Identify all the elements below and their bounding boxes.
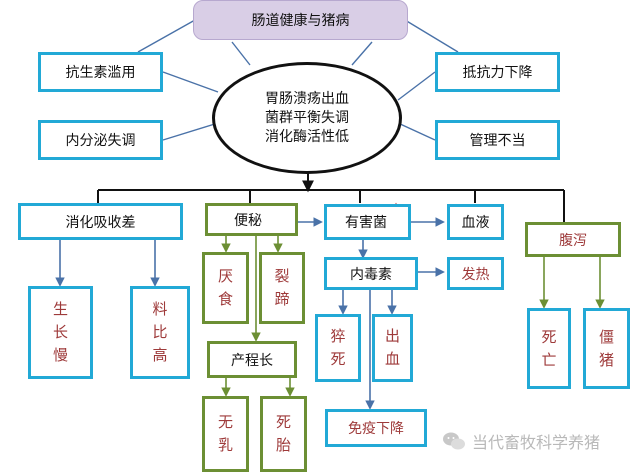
cause-endocrine-disorder: 内分泌失调 xyxy=(38,120,163,160)
outcome-bleeding-c1: 出 xyxy=(384,327,400,345)
outcome-bleeding: 出 血 xyxy=(372,314,413,382)
cause-antibiotic-abuse-label: 抗生素滥用 xyxy=(65,65,136,81)
effect-harmful-bacteria-label: 有害菌 xyxy=(345,215,387,231)
chat-bubbles-icon xyxy=(443,432,465,450)
outcome-immune-down: 免疫下降 xyxy=(325,409,427,447)
cause-antibiotic-abuse: 抗生素滥用 xyxy=(38,52,163,92)
outcome-high-fcr-c3: 高 xyxy=(152,346,168,364)
cause-endocrine-disorder-label: 内分泌失调 xyxy=(65,133,136,149)
effect-blood-label: 血液 xyxy=(461,215,490,231)
effect-fever: 发热 xyxy=(447,257,504,290)
effect-poor-digestion-label: 消化吸收差 xyxy=(65,214,136,231)
outcome-slow-growth-c1: 生 xyxy=(52,300,68,318)
outcome-slow-growth-c2: 长 xyxy=(52,323,68,341)
outcome-death-c2: 亡 xyxy=(541,350,557,369)
outcome-no-milk-c1: 无 xyxy=(217,413,233,431)
watermark: 当代畜牧科学养猪 xyxy=(442,429,600,453)
center-line-2: 菌群平衡失调 xyxy=(265,109,349,126)
effect-constipation: 便秘 xyxy=(205,203,298,236)
cause-links xyxy=(137,19,459,141)
effect-harmful-bacteria: 有害菌 xyxy=(324,204,411,240)
cause-poor-management: 管理不当 xyxy=(435,120,560,160)
center-ellipse: 胃肠溃疡出血 菌群平衡失调 消化酶活性低 xyxy=(212,62,402,174)
effect-fever-label: 发热 xyxy=(461,266,490,283)
outcome-stillbirth: 死 胎 xyxy=(260,396,307,472)
outcome-long-labor: 产程长 xyxy=(207,341,297,378)
effect-blood: 血液 xyxy=(447,204,504,240)
outcome-stunted-c1: 僵 xyxy=(598,327,614,346)
effect-diarrhea: 腹泻 xyxy=(525,222,621,257)
effect-poor-digestion: 消化吸收差 xyxy=(18,203,183,240)
outcome-anorexia: 厌 食 xyxy=(202,252,249,324)
outcome-slow-growth: 生 长 慢 xyxy=(28,286,93,379)
watermark-text: 当代畜牧科学养猪 xyxy=(472,433,601,452)
outcome-stunted: 僵 猪 xyxy=(583,308,630,389)
effect-constipation-label: 便秘 xyxy=(234,212,262,229)
cause-low-resistance-label: 抵抗力下降 xyxy=(462,65,533,81)
top-title-text: 肠道健康与猪病 xyxy=(251,13,350,29)
green-arrows xyxy=(221,236,605,397)
outcome-cracked-hoof-c2: 蹄 xyxy=(274,290,290,308)
outcome-no-milk: 无 乳 xyxy=(202,396,249,472)
outcome-cracked-hoof: 裂 蹄 xyxy=(259,252,305,324)
outcome-sudden-death-c1: 猝 xyxy=(330,327,346,345)
outcome-stunted-c2: 猪 xyxy=(598,350,614,369)
effect-diarrhea-label: 腹泻 xyxy=(559,232,587,249)
outcome-stillbirth-c2: 胎 xyxy=(275,436,291,454)
main-branch xyxy=(97,172,565,222)
outcome-slow-growth-c3: 慢 xyxy=(52,346,68,364)
outcome-anorexia-c1: 厌 xyxy=(217,267,233,285)
outcome-cracked-hoof-c1: 裂 xyxy=(274,267,290,285)
outcome-stillbirth-c1: 死 xyxy=(275,413,291,431)
cause-low-resistance: 抵抗力下降 xyxy=(435,52,560,92)
outcome-immune-down-label: 免疫下降 xyxy=(348,421,404,437)
outcome-no-milk-c2: 乳 xyxy=(217,436,233,454)
center-line-3: 消化酶活性低 xyxy=(265,128,349,145)
top-title-box: 肠道健康与猪病 xyxy=(193,0,408,40)
effect-endotoxin: 内毒素 xyxy=(324,257,418,290)
outcome-bleeding-c2: 血 xyxy=(384,350,400,368)
cause-poor-management-label: 管理不当 xyxy=(469,133,526,149)
outcome-high-fcr-c2: 比 xyxy=(152,323,168,341)
outcome-sudden-death-c2: 死 xyxy=(330,350,346,368)
outcome-high-fcr: 料 比 高 xyxy=(130,286,190,379)
outcome-death: 死 亡 xyxy=(527,308,571,389)
outcome-sudden-death: 猝 死 xyxy=(315,314,361,382)
outcome-high-fcr-c1: 料 xyxy=(152,300,168,318)
outcome-long-labor-label: 产程长 xyxy=(231,352,273,369)
outcome-anorexia-c2: 食 xyxy=(217,290,233,308)
center-line-1: 胃肠溃疡出血 xyxy=(265,90,349,107)
effect-endotoxin-label: 内毒素 xyxy=(350,266,392,283)
outcome-death-c1: 死 xyxy=(541,327,557,346)
